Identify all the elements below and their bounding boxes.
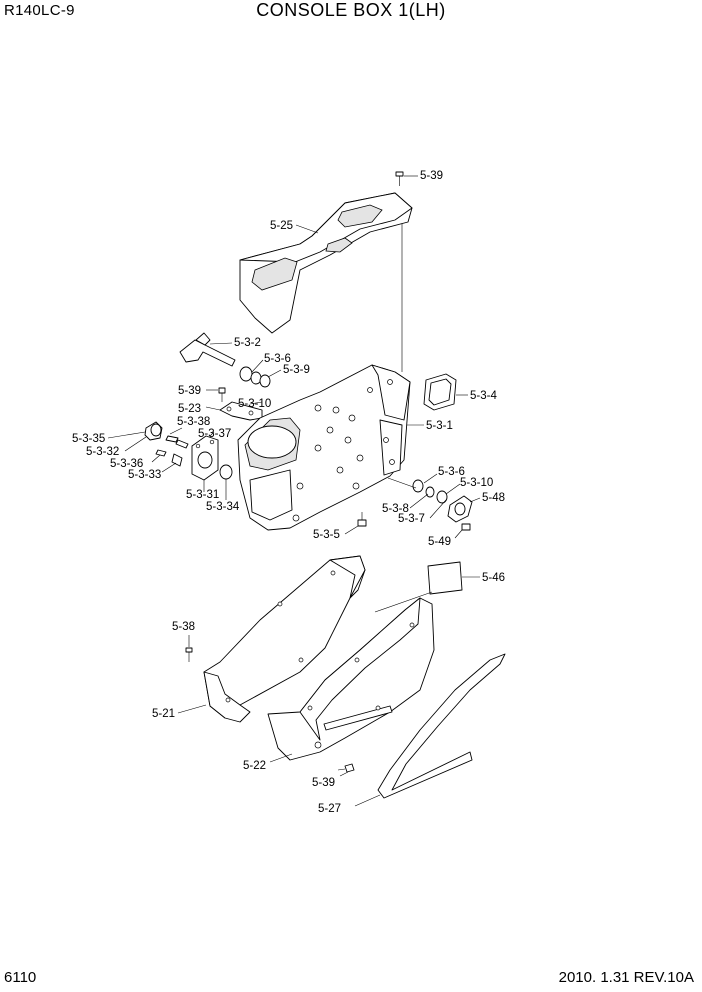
frame-bolt bbox=[344, 512, 367, 535]
callout-5-3-4: 5-3-4 bbox=[470, 390, 497, 402]
callout-5-25: 5-25 bbox=[270, 220, 293, 232]
callout-5-46: 5-46 bbox=[482, 572, 505, 584]
callout-5-3-7: 5-3-7 bbox=[398, 513, 425, 525]
callout-5-49: 5-49 bbox=[428, 536, 451, 548]
bolt-top bbox=[395, 171, 418, 186]
callout-5-39-top: 5-39 bbox=[420, 170, 443, 182]
pad bbox=[374, 561, 480, 613]
callout-5-3-8: 5-3-8 bbox=[382, 503, 409, 515]
callout-5-48: 5-48 bbox=[482, 492, 505, 504]
callout-5-3-31: 5-3-31 bbox=[186, 489, 219, 501]
switch-assembly-right bbox=[387, 473, 481, 539]
callout-5-21: 5-21 bbox=[152, 708, 175, 720]
bolt-and-plate-left bbox=[205, 387, 263, 421]
left-side-cover bbox=[177, 555, 366, 723]
page-number: 6110 bbox=[4, 969, 37, 986]
main-frame bbox=[237, 364, 424, 531]
revision-date: 2010. 1.31 REV.10A bbox=[558, 969, 694, 986]
callout-5-3-33: 5-3-33 bbox=[128, 469, 161, 481]
callout-5-23: 5-23 bbox=[178, 403, 201, 415]
trim-strip bbox=[354, 653, 506, 807]
callout-labels: 5-39 5-25 5-3-2 5-3-6 5-3-9 5-39 5-23 5-… bbox=[72, 170, 505, 815]
right-side-cover bbox=[267, 597, 435, 763]
callout-5-3-10-left: 5-3-10 bbox=[238, 398, 271, 410]
callout-5-3-5: 5-3-5 bbox=[313, 529, 340, 541]
callout-5-3-35: 5-3-35 bbox=[72, 433, 105, 445]
callout-5-3-9: 5-3-9 bbox=[283, 364, 310, 376]
callout-5-3-38: 5-3-38 bbox=[177, 416, 210, 428]
callout-5-3-10-right: 5-3-10 bbox=[460, 477, 493, 489]
callout-5-3-36: 5-3-36 bbox=[110, 458, 143, 470]
callout-5-3-6-right: 5-3-6 bbox=[438, 466, 465, 478]
callout-5-3-1: 5-3-1 bbox=[426, 420, 453, 432]
callout-5-39-bottom: 5-39 bbox=[312, 777, 335, 789]
model-code: R140LC-9 bbox=[4, 2, 75, 19]
callout-5-27: 5-27 bbox=[318, 803, 341, 815]
callout-5-3-37: 5-3-37 bbox=[198, 428, 231, 440]
callout-5-22: 5-22 bbox=[243, 760, 266, 772]
switch-assembly-left bbox=[107, 421, 233, 500]
washers-top bbox=[239, 359, 282, 388]
bolt-bottom bbox=[337, 763, 355, 777]
callout-5-3-6-top: 5-3-6 bbox=[264, 353, 291, 365]
page-title: CONSOLE BOX 1(LH) bbox=[256, 0, 446, 20]
callout-5-3-34: 5-3-34 bbox=[206, 501, 240, 513]
callout-5-3-32: 5-3-32 bbox=[86, 446, 119, 458]
top-cover bbox=[239, 192, 413, 334]
callout-5-3-2: 5-3-2 bbox=[234, 337, 261, 349]
callout-5-38: 5-38 bbox=[172, 621, 195, 633]
callout-5-39-left: 5-39 bbox=[178, 385, 201, 397]
frame-seal bbox=[423, 373, 468, 411]
pedal-bracket bbox=[179, 332, 236, 367]
